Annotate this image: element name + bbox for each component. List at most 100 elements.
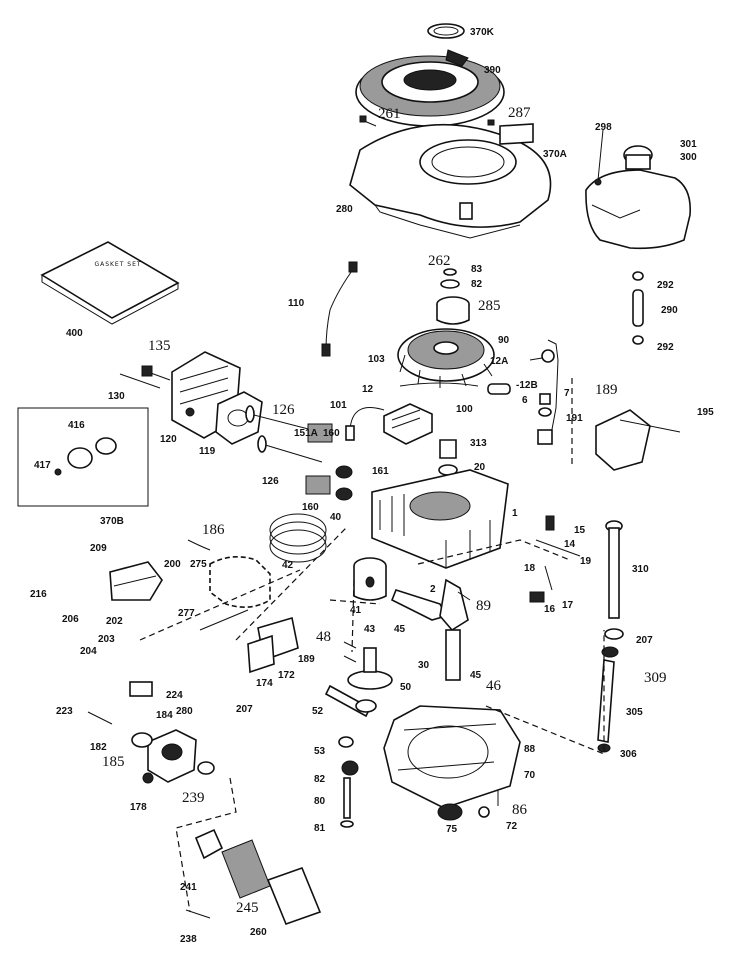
label-103: 103 — [368, 354, 385, 365]
label-207-right: 207 — [636, 635, 653, 646]
label-191: 191 — [566, 413, 583, 424]
label-83: 83 — [471, 264, 483, 275]
label-178: 178 — [130, 802, 147, 813]
cylinder-block-1 — [371, 469, 509, 569]
label-6: 6 — [522, 395, 528, 406]
label-80: 80 — [314, 796, 326, 807]
label-90: 90 — [498, 335, 510, 346]
label-53: 53 — [314, 746, 326, 757]
bolt-223 — [87, 711, 113, 725]
flywheel-90 — [397, 328, 495, 388]
label-300: 300 — [680, 152, 697, 163]
label-185: 185 — [102, 754, 125, 770]
label-223: 223 — [56, 706, 73, 717]
governor-control-200 — [109, 561, 163, 601]
exhaust-valve-126 — [257, 435, 323, 463]
label-260: 260 — [250, 927, 267, 938]
label-298: 298 — [595, 122, 612, 133]
o-ring-207 — [604, 628, 624, 640]
label-280: 280 — [336, 204, 353, 215]
label-1: 1 — [512, 508, 518, 519]
carburetor-gasket-184 — [131, 732, 153, 748]
label-280-carb: 280 — [176, 706, 193, 717]
bolts-48 — [343, 641, 357, 663]
gasket-set-label: GASKET SET — [94, 261, 141, 268]
connecting-rod-45 — [390, 589, 448, 621]
shaft-80 — [343, 777, 351, 819]
label-186: 186 — [202, 522, 225, 538]
part-labels: 370K 390 261 287 370A 280 298 301 300 26… — [30, 27, 714, 945]
recoil-starter-390 — [355, 49, 505, 127]
label-100: 100 — [456, 404, 473, 415]
label-161: 161 — [372, 466, 389, 477]
label-206: 206 — [62, 614, 79, 625]
ignition-module-100 — [345, 403, 433, 445]
label-313: 313 — [470, 438, 487, 449]
label-277: 277 — [178, 608, 195, 619]
valve-spring-160 — [305, 423, 333, 495]
label-88: 88 — [524, 744, 536, 755]
label-174: 174 — [256, 678, 273, 689]
stop-switch-12b — [487, 383, 511, 395]
piston-41 — [353, 557, 387, 601]
label-224: 224 — [166, 690, 183, 701]
label-400: 400 — [66, 328, 83, 339]
label-261: 261 — [378, 106, 401, 122]
terminal-12a — [529, 349, 555, 363]
label-182: 182 — [90, 742, 107, 753]
gasket-set-400: GASKET SET — [40, 241, 180, 325]
label-262: 262 — [428, 253, 451, 269]
bowl-178 — [142, 772, 154, 784]
part-6 — [539, 393, 551, 405]
fuel-tank-300 — [585, 145, 692, 250]
label-45-left: 45 — [394, 624, 406, 635]
label-86: 86 — [512, 802, 528, 818]
seal-239 — [197, 761, 215, 775]
label-207-carb: 207 — [236, 704, 253, 715]
decal-370a — [499, 123, 534, 145]
gear-82 — [341, 760, 359, 776]
dipstick-tube-305 — [597, 646, 619, 743]
drain-plug-72 — [478, 806, 490, 818]
valve-tappet-313 — [439, 439, 457, 459]
label-301: 301 — [680, 139, 697, 150]
prefilter-260 — [266, 866, 322, 926]
label-189-bottom: 189 — [298, 654, 315, 665]
breather-parts — [529, 515, 581, 603]
label-126-top: 126 — [272, 402, 295, 418]
label-151a: 151A — [294, 428, 318, 439]
screw-261 — [359, 115, 377, 127]
label-202: 202 — [106, 616, 123, 627]
label-50: 50 — [400, 682, 412, 693]
label-41: 41 — [350, 605, 362, 616]
spacer-224 — [129, 681, 153, 697]
label-245: 245 — [236, 900, 259, 916]
gasket-172 — [247, 634, 275, 674]
spark-plug-135 — [141, 365, 171, 381]
gear-50 — [347, 647, 393, 690]
label-2: 2 — [430, 584, 436, 595]
fan-nut-285 — [436, 296, 470, 325]
head-bolt-130 — [119, 373, 161, 389]
label-204: 204 — [80, 646, 97, 657]
label-305: 305 — [626, 707, 643, 718]
label-238: 238 — [180, 934, 197, 945]
label-275: 275 — [190, 559, 207, 570]
filter-245 — [221, 839, 271, 899]
label-18: 18 — [524, 563, 536, 574]
label-75: 75 — [446, 824, 458, 835]
label-101: 101 — [330, 400, 347, 411]
dashed-guides — [139, 378, 605, 913]
label-70: 70 — [524, 770, 536, 781]
crankshaft-30 — [439, 578, 471, 681]
inset-box — [17, 407, 149, 507]
label-287: 287 — [508, 105, 531, 121]
fuel-line-290 — [632, 289, 644, 327]
label-15: 15 — [574, 525, 586, 536]
label-52: 52 — [312, 706, 324, 717]
label-172: 172 — [278, 670, 295, 681]
label-160-top: 160 — [323, 428, 340, 439]
label-370b: 370B — [100, 516, 124, 527]
crankcase-sump-70 — [383, 705, 521, 809]
